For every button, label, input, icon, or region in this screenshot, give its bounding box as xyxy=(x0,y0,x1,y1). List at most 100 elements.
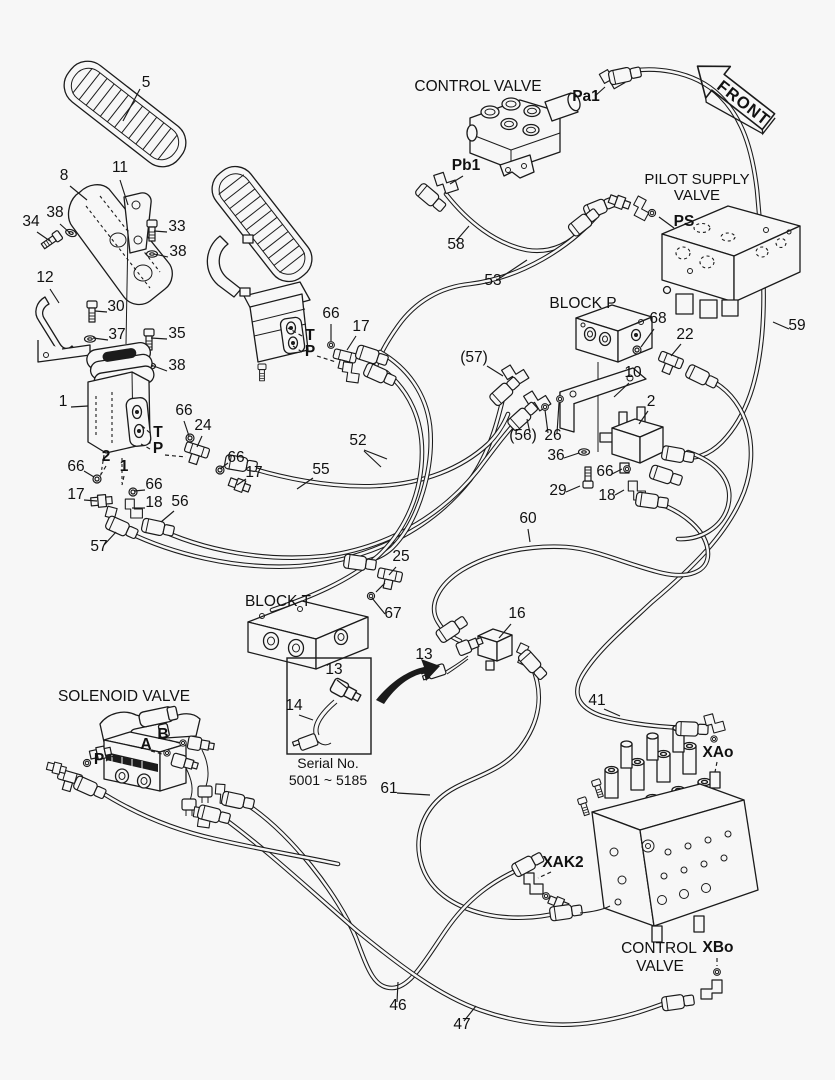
leader-line-50 xyxy=(563,452,580,459)
pilot-valve-1 xyxy=(86,342,155,483)
callout-n53: 53 xyxy=(484,272,501,289)
leader-line-35 xyxy=(363,450,382,468)
callout-n38c: 38 xyxy=(168,357,185,374)
leader-line-14 xyxy=(346,335,357,351)
leader-line-31 xyxy=(160,510,175,523)
leader-line-63 xyxy=(105,755,114,762)
leader-line-29 xyxy=(133,489,146,492)
pedal-arm xyxy=(67,184,173,345)
xak2-chain xyxy=(523,872,611,922)
callout-n16: 16 xyxy=(508,605,525,622)
callout-n52: 52 xyxy=(349,432,366,449)
callout-n8: 8 xyxy=(60,167,69,184)
leader-line-51 xyxy=(611,468,623,475)
leader-line-23 xyxy=(99,465,107,477)
callout-n1: 1 xyxy=(59,393,68,410)
callout-tB: B xyxy=(157,726,168,743)
hose-layer xyxy=(93,67,766,1027)
leader-line-58 xyxy=(423,664,430,673)
callout-n60: 60 xyxy=(519,510,537,527)
callout-n33: 33 xyxy=(168,218,185,235)
hose-52b xyxy=(269,369,425,613)
hose-46 xyxy=(237,797,525,991)
callout-tXBo: XBo xyxy=(703,939,734,956)
leader-line-62 xyxy=(150,750,163,755)
solenoid-valve xyxy=(99,705,201,792)
leader-line-4 xyxy=(59,223,71,234)
title-solenoid-valve: SOLENOID VALVE xyxy=(58,688,190,705)
manifold-2 xyxy=(599,406,664,474)
leader-line-24 xyxy=(121,475,125,486)
leader-line-10 xyxy=(150,337,168,340)
callout-b2: 2 xyxy=(102,448,111,465)
callout-n29: 29 xyxy=(549,482,566,499)
leader-line-12 xyxy=(70,405,89,408)
callout-n11: 11 xyxy=(112,159,128,176)
callout-n12: 12 xyxy=(36,269,53,286)
block-p xyxy=(575,304,653,452)
oring-a xyxy=(163,749,171,757)
leader-line-34 xyxy=(363,449,388,460)
leader-line-38 xyxy=(658,216,675,229)
leader-line-43 xyxy=(670,343,682,357)
leader-line-65 xyxy=(603,708,621,717)
hose-60 xyxy=(431,497,711,644)
leader-line-66 xyxy=(714,761,718,773)
callout-n37: 37 xyxy=(108,326,125,343)
callout-n66f: 66 xyxy=(596,463,613,480)
callout-n17b: 17 xyxy=(245,464,262,481)
callout-tPS: PS xyxy=(674,213,695,230)
oring-66f xyxy=(623,465,631,473)
callout-n57: 57 xyxy=(90,538,107,555)
leader-line-18 xyxy=(183,420,190,437)
callout-tPa1: Pa1 xyxy=(572,88,600,105)
callout-n14: 14 xyxy=(285,697,303,714)
leader-line-9 xyxy=(92,337,109,341)
callout-n55: 55 xyxy=(312,461,329,478)
callout-n26: 26 xyxy=(544,427,561,444)
leader-line-70 xyxy=(463,1005,477,1022)
leader-line-42 xyxy=(640,328,655,348)
oring-xao xyxy=(710,735,718,743)
hose-53 xyxy=(373,209,603,369)
leader-line-3 xyxy=(36,231,51,242)
control-valve-bottom xyxy=(576,724,759,943)
oring-66b xyxy=(185,433,195,443)
leader-line-8 xyxy=(94,310,108,313)
leader-line-33 xyxy=(296,477,314,490)
pedal-ribs xyxy=(72,67,178,161)
leader-line-17 xyxy=(316,355,337,363)
callout-n18b: 18 xyxy=(598,487,615,504)
callout-n59: 59 xyxy=(788,317,805,334)
callout-n24: 24 xyxy=(194,417,212,434)
leader-line-7 xyxy=(49,288,60,304)
callout-n36: 36 xyxy=(547,447,564,464)
leader-line-61 xyxy=(168,739,180,744)
callout-tXAK2: XAK2 xyxy=(542,854,583,871)
leader-line-0 xyxy=(122,88,141,122)
callout-n22: 22 xyxy=(676,326,693,343)
callout-n66e: 66 xyxy=(145,476,162,493)
callout-n66c: 66 xyxy=(67,458,84,475)
leader-line-59 xyxy=(336,679,348,689)
leader-line-27 xyxy=(236,478,247,486)
hose-57 xyxy=(109,391,507,569)
leader-line-11 xyxy=(150,364,168,372)
leader-line-26 xyxy=(219,462,229,470)
pedal-link xyxy=(123,192,152,254)
callout-tP2: P xyxy=(305,343,315,360)
callout-b1: 1 xyxy=(120,458,129,475)
leader-line-32 xyxy=(103,531,117,546)
leader-line-53 xyxy=(614,489,625,496)
oring-p xyxy=(82,758,92,768)
callout-n67: 67 xyxy=(384,605,401,622)
bracket-10 xyxy=(559,367,647,433)
callout-n13a: 13 xyxy=(415,646,432,663)
leader-line-16 xyxy=(292,345,303,353)
leader-line-20 xyxy=(139,423,151,434)
callout-n61: 61 xyxy=(380,780,397,797)
leader-line-25 xyxy=(83,470,95,478)
callout-n25: 25 xyxy=(392,548,409,565)
